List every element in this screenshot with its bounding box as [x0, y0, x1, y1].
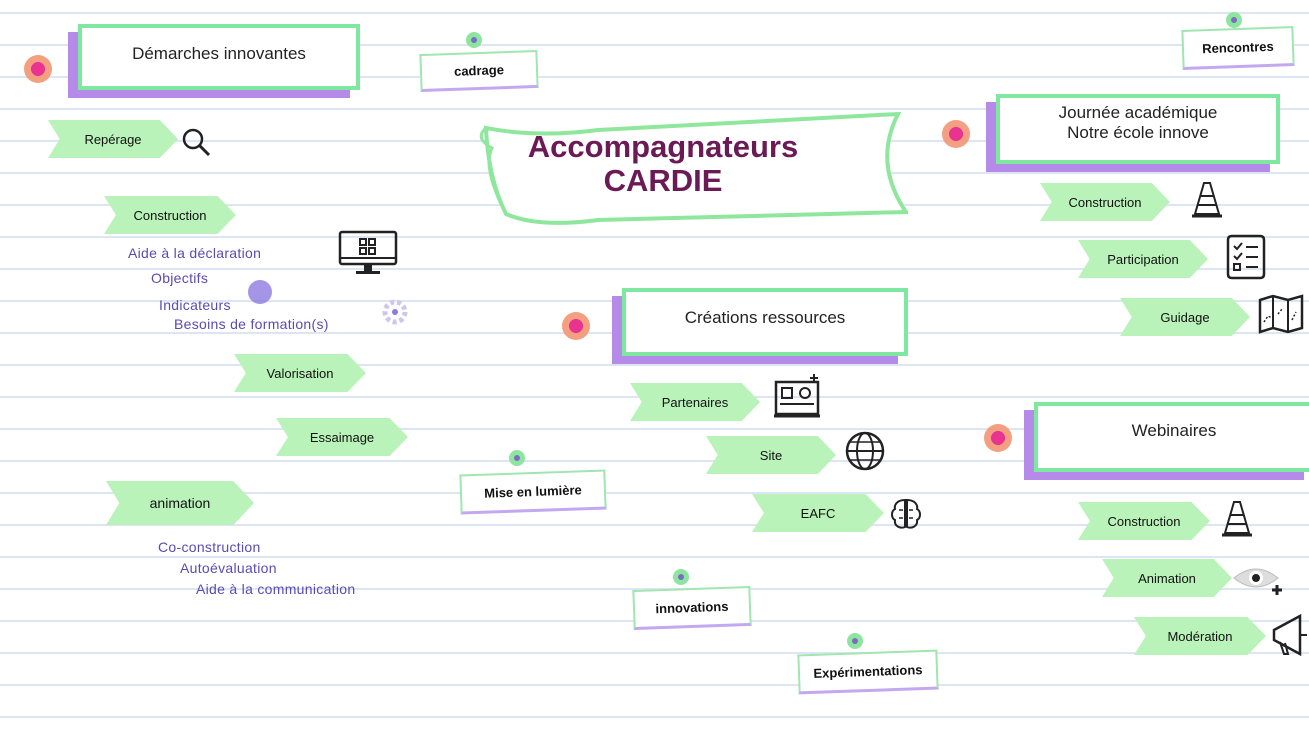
- arrow-label: EAFC: [800, 505, 836, 521]
- eye-plus-icon: [1233, 568, 1282, 595]
- bullet-dot: [24, 55, 52, 83]
- note-objectifs: Objectifs: [151, 270, 209, 286]
- traffic-cone-icon: [1192, 182, 1222, 218]
- heading-demarches-innovantes: Démarches innovantes: [78, 24, 360, 90]
- arrow-partenaires: Partenaires: [630, 383, 760, 421]
- globe-icon: [845, 431, 885, 471]
- arrow-label: Construction: [1107, 513, 1181, 529]
- brain-icon: [891, 498, 921, 529]
- arrow-label: Modération: [1167, 628, 1233, 644]
- arrow-moderation: Modération: [1134, 617, 1266, 655]
- arrow-eafc: EAFC: [752, 494, 884, 532]
- pin: [673, 569, 689, 585]
- heading-label-line2: Notre école innove: [1067, 123, 1209, 142]
- checklist-icon: [1226, 234, 1266, 280]
- map-icon: [1258, 294, 1304, 334]
- arrow-animation-left: animation: [106, 481, 254, 525]
- title-banner: [479, 111, 908, 225]
- pin: [509, 450, 525, 466]
- arrow-reperage: Repérage: [48, 120, 178, 158]
- main-title-line1: Accompagnateurs: [527, 129, 799, 164]
- arrow-site: Site: [706, 436, 836, 474]
- arrow-construction-left: Construction: [104, 196, 236, 234]
- arrow-label: Site: [759, 447, 783, 463]
- label-rencontres: Rencontres: [1181, 26, 1295, 70]
- arrow-label: Repérage: [84, 131, 142, 147]
- pin: [466, 32, 482, 48]
- arrow-construction-webinaires: Construction: [1078, 502, 1210, 540]
- arrow-essaimage: Essaimage: [276, 418, 408, 456]
- note-co-construction: Co-construction: [158, 539, 261, 555]
- heading-label: Webinaires: [1131, 421, 1217, 440]
- arrow-guidage: Guidage: [1120, 298, 1250, 336]
- arrow-valorisation: Valorisation: [234, 354, 366, 392]
- pin: [1226, 12, 1242, 28]
- arrow-label: Valorisation: [266, 365, 334, 381]
- megaphone-icon: [1272, 613, 1307, 657]
- heading-label: Démarches innovantes: [132, 44, 306, 63]
- label-text: Mise en lumière: [483, 482, 582, 501]
- heading-journee-academique: Journée académique Notre école innove: [996, 94, 1280, 164]
- label-mise-en-lumiere: Mise en lumière: [459, 469, 607, 515]
- arrow-label: Construction: [1068, 194, 1142, 210]
- arrow-participation: Participation: [1078, 240, 1208, 278]
- computer-icon: [338, 230, 398, 274]
- label-text: Rencontres: [1201, 38, 1274, 57]
- note-indicateurs: Indicateurs: [159, 297, 231, 313]
- bullet-dot: [984, 424, 1012, 452]
- label-innovations: innovations: [632, 585, 752, 631]
- bullet-dot: [942, 120, 970, 148]
- gear-icon: [382, 299, 408, 325]
- traffic-cone-icon: [1222, 501, 1252, 537]
- label-text: cadrage: [453, 62, 505, 79]
- main-title: Accompagnateurs CARDIE: [478, 130, 848, 198]
- pin: [847, 633, 863, 649]
- note-aide-declaration: Aide à la déclaration: [128, 245, 262, 261]
- arrow-label: Partenaires: [661, 394, 729, 410]
- heading-creations-ressources: Créations ressources: [622, 288, 908, 356]
- heading-label-line1: Journée académique: [1058, 103, 1218, 122]
- note-autoevaluation: Autoévaluation: [180, 560, 277, 576]
- label-text: Expérimentations: [813, 662, 923, 681]
- arrow-label: Construction: [133, 207, 207, 223]
- label-experimentations: Expérimentations: [797, 649, 939, 695]
- arrow-label: Participation: [1107, 251, 1179, 267]
- label-text: innovations: [655, 598, 729, 617]
- main-title-line2: CARDIE: [603, 163, 723, 198]
- machine-icon: [774, 374, 820, 418]
- arrow-animation-webinaires: Animation: [1102, 559, 1232, 597]
- heading-webinaires: Webinaires: [1034, 402, 1309, 472]
- note-besoins-formation: Besoins de formation(s): [174, 316, 329, 332]
- decoration-circle: [248, 280, 272, 304]
- search-icon: [182, 128, 211, 157]
- label-cadrage: cadrage: [419, 49, 539, 93]
- arrow-label: Guidage: [1160, 309, 1210, 325]
- heading-label: Créations ressources: [684, 308, 846, 327]
- arrow-label: Animation: [1138, 570, 1196, 586]
- note-aide-communication: Aide à la communication: [196, 581, 356, 597]
- arrow-construction-journee: Construction: [1040, 183, 1170, 221]
- arrow-label: Essaimage: [309, 429, 375, 445]
- arrow-label: animation: [149, 495, 211, 511]
- bullet-dot: [562, 312, 590, 340]
